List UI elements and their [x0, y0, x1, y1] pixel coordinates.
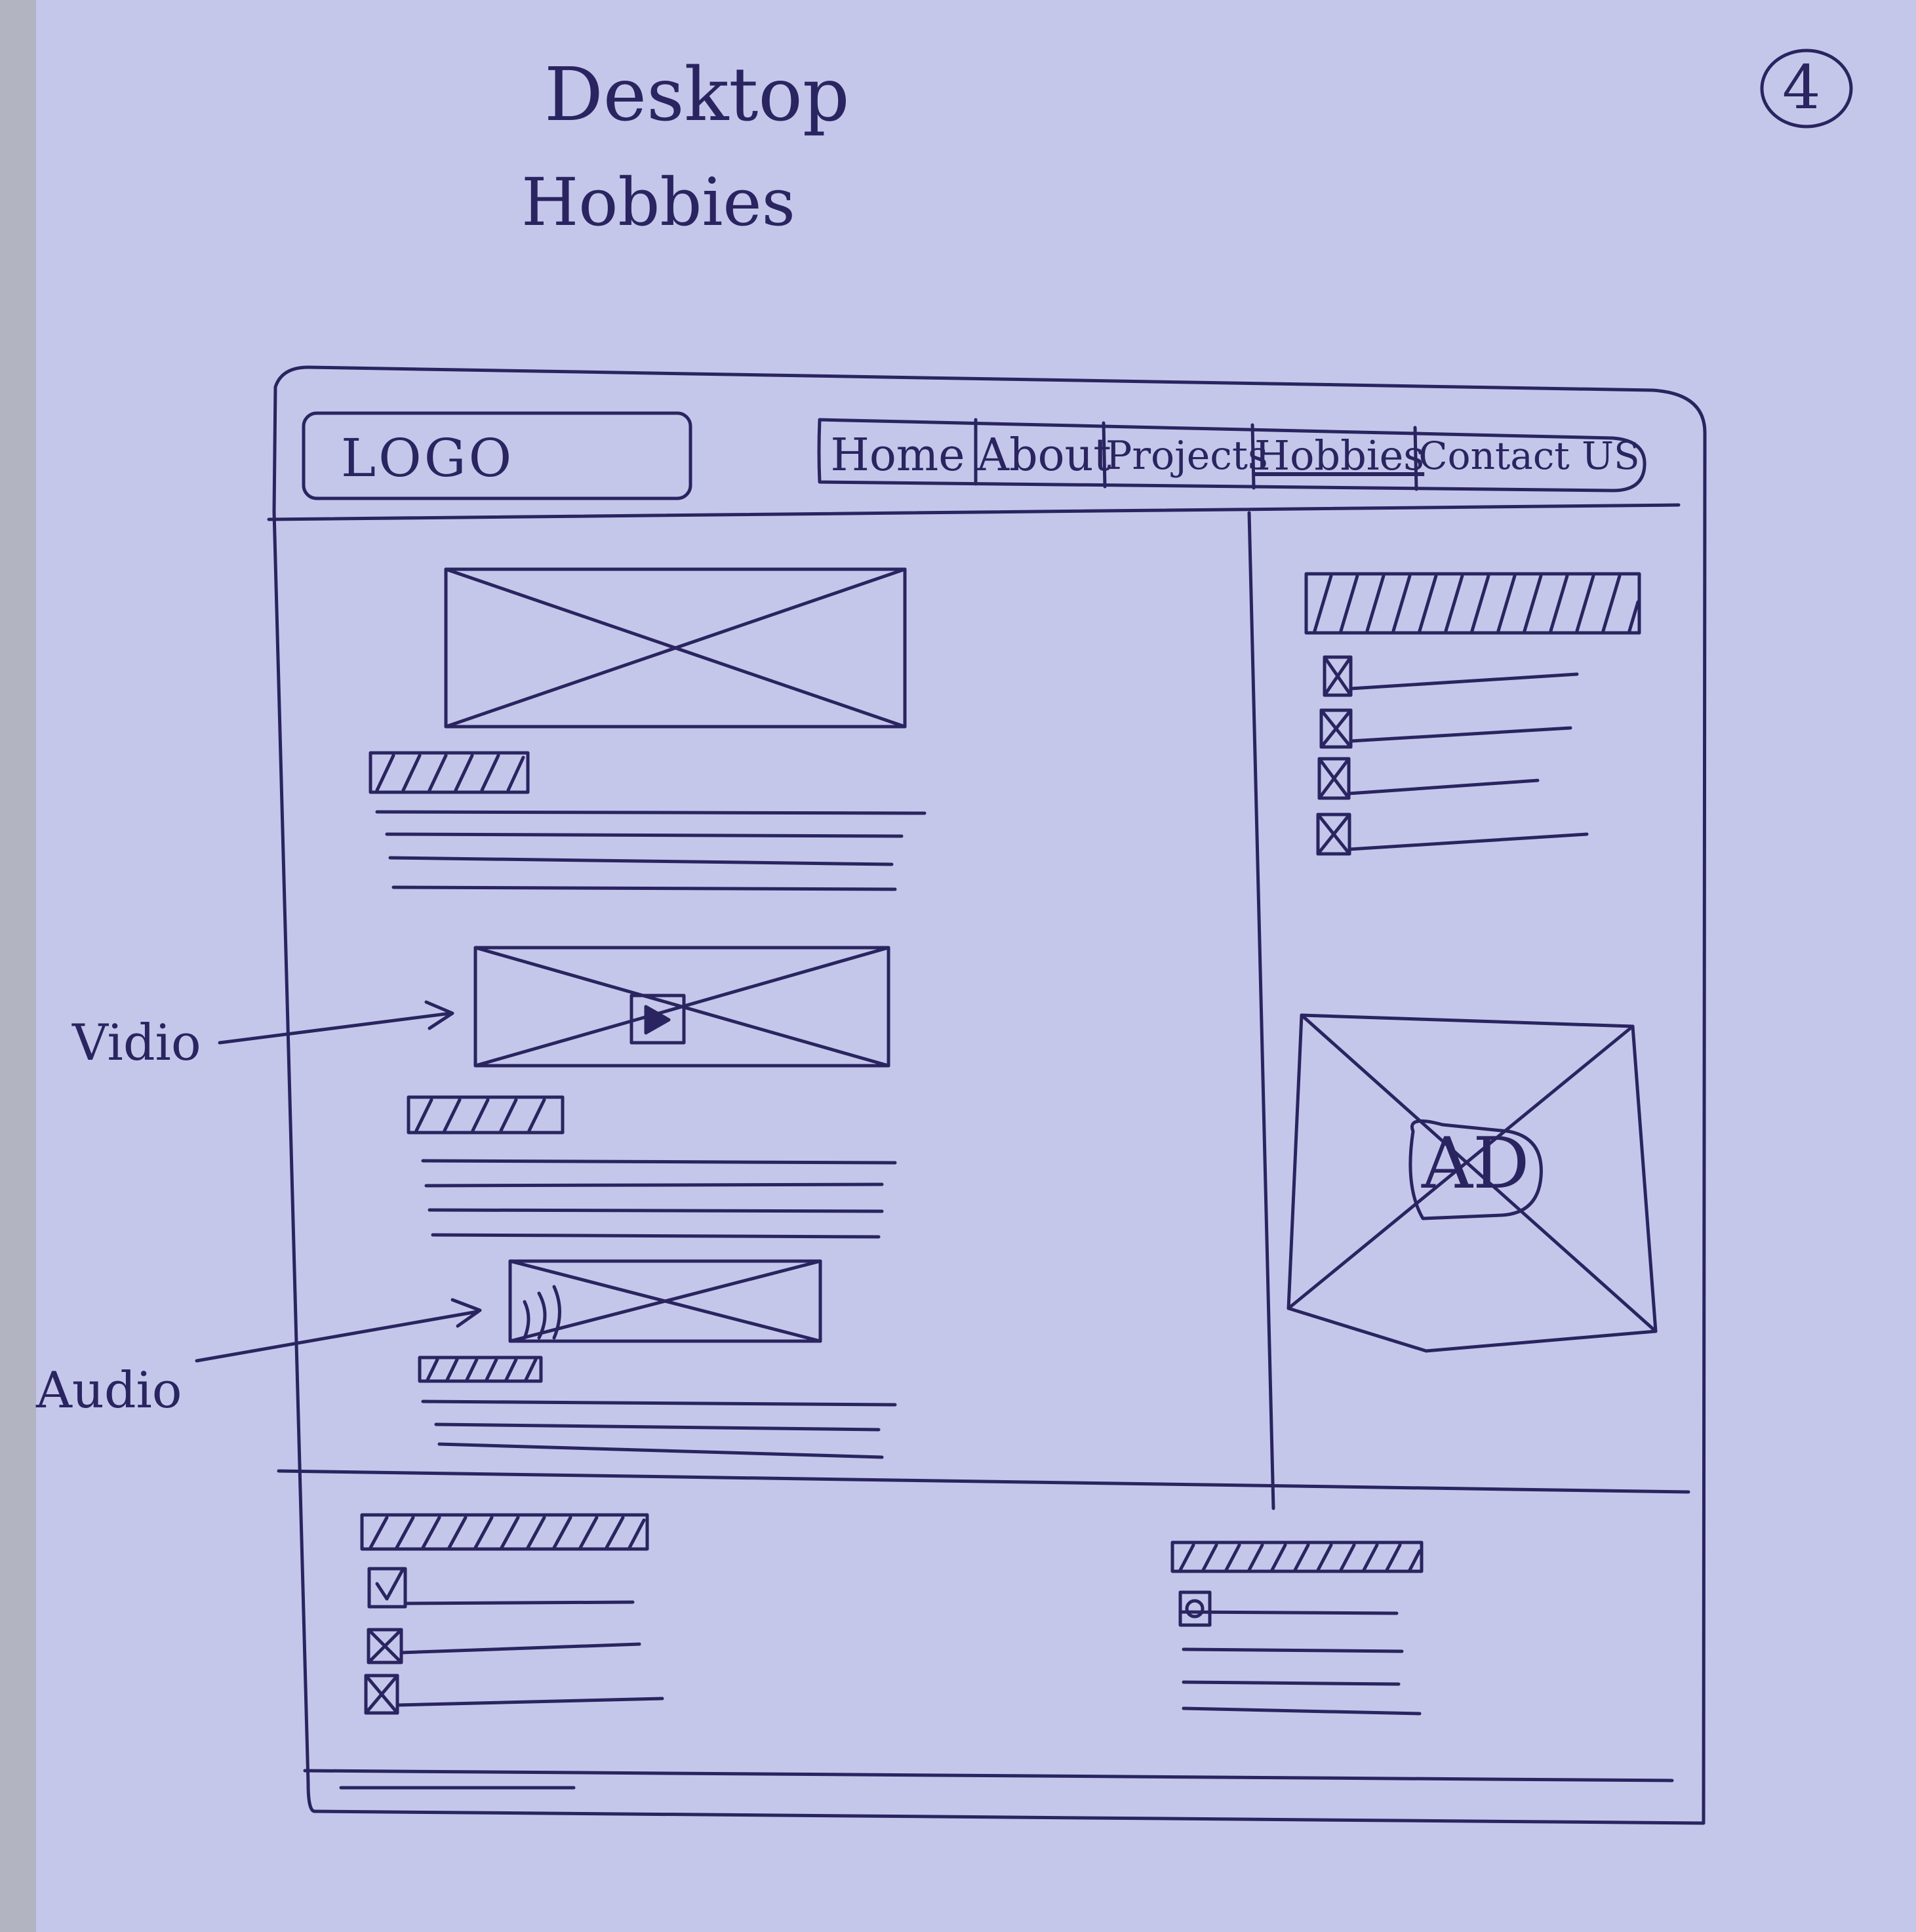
header-divider [269, 505, 1679, 519]
annotation-video: Vidio [72, 1013, 201, 1072]
page-number: 4 [1782, 52, 1821, 123]
section2-heading-bar [409, 1097, 563, 1133]
nav-hobbies[interactable]: Hobbies [1254, 432, 1425, 479]
nav-about[interactable]: About [977, 430, 1111, 481]
video-annotation-arrowhead [426, 1002, 452, 1028]
section3-text-lines [423, 1401, 895, 1457]
section1-heading-bar [370, 753, 528, 792]
nav-home[interactable]: Home [830, 430, 965, 481]
browser-window-frame [274, 367, 1705, 1823]
section2-text-lines [423, 1161, 895, 1237]
sidebar-heading-bar [1306, 574, 1639, 633]
audio-annotation-arrowhead [452, 1300, 480, 1326]
audio-annotation-arrow [197, 1312, 477, 1361]
paper-sheet [36, 0, 1916, 1932]
audio-player-placeholder [510, 1261, 820, 1341]
footer-right-list [1180, 1592, 1420, 1714]
nav-projects[interactable]: Projects [1106, 433, 1268, 479]
advertisement-label: AD [1422, 1123, 1530, 1205]
sketch-title-desktop: Desktop [544, 52, 850, 138]
footer-left-checklist [366, 1569, 662, 1713]
logo[interactable]: LOGO [341, 428, 515, 489]
footer-left-heading-bar [362, 1515, 647, 1549]
sidebar-divider [1249, 513, 1273, 1508]
section1-text-lines [377, 812, 925, 889]
video-annotation-arrow [220, 1013, 451, 1043]
section3-heading-bar [420, 1358, 541, 1381]
footer-right-heading-bar [1172, 1542, 1422, 1571]
nav-contact-us[interactable]: Contact US [1418, 433, 1640, 478]
hero-image-placeholder [446, 569, 905, 727]
sidebar-checklist [1318, 657, 1587, 854]
annotation-audio: Audio [36, 1361, 182, 1419]
advertisement-placeholder [1288, 1015, 1656, 1351]
video-placeholder [475, 948, 888, 1066]
nav-bar [819, 420, 1645, 491]
logo-box [304, 413, 690, 498]
footer-divider [279, 1471, 1688, 1492]
footer-bottom-divider [305, 1771, 1672, 1781]
sketch-title-hobbies: Hobbies [521, 164, 795, 241]
